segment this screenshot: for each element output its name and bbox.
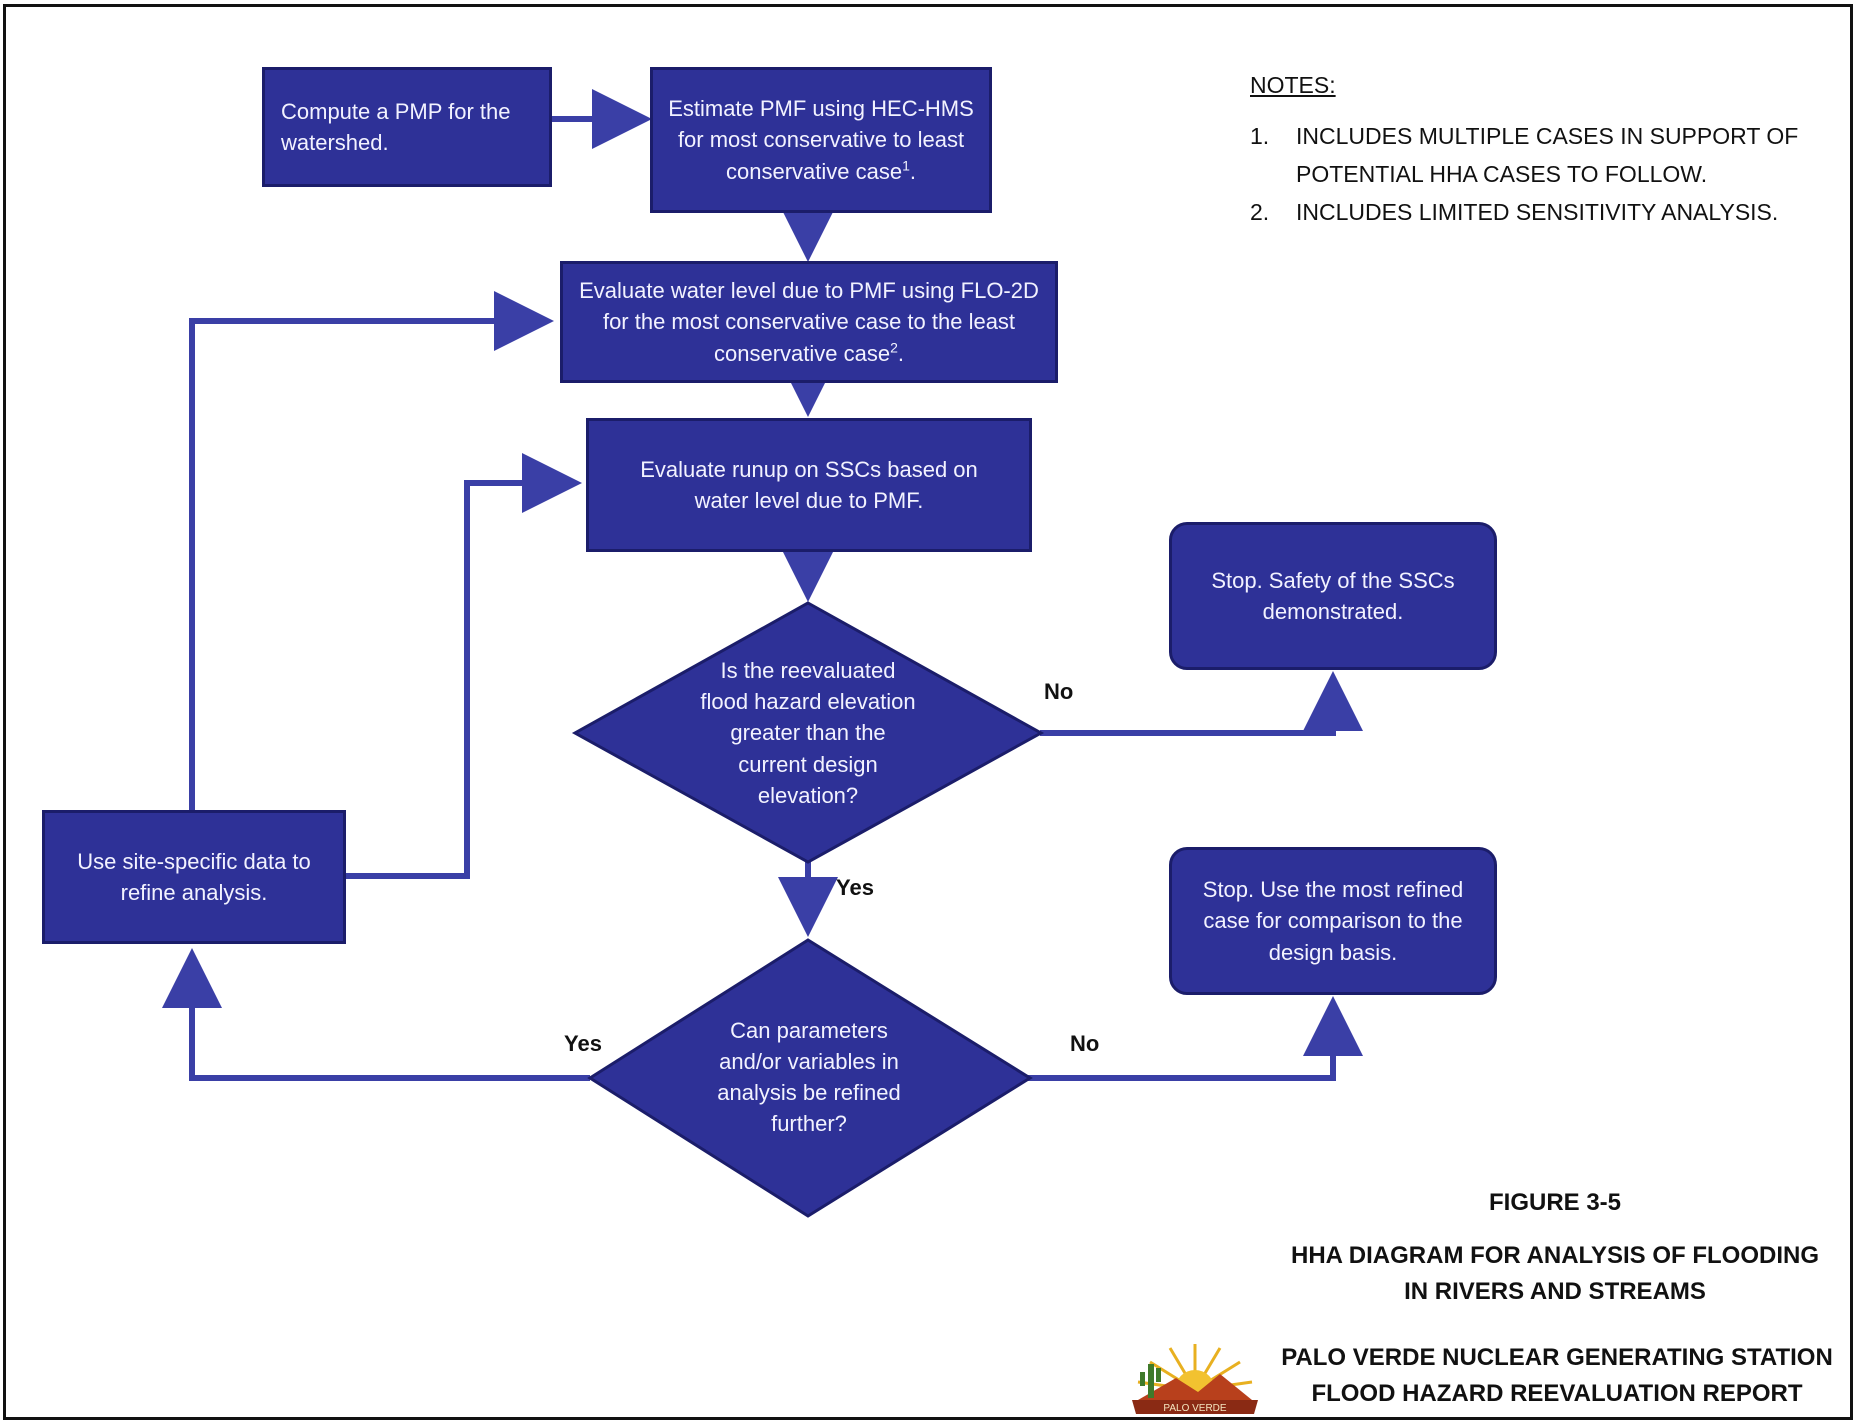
- station-title-line2: FLOOD HAZARD REEVALUATION REPORT: [1311, 1380, 1803, 1407]
- note-ref-1: 1: [902, 157, 910, 174]
- evaluate-water-period: .: [897, 340, 904, 366]
- estimate-pmf-label: Estimate PMF using HEC-HMS for most cons…: [668, 96, 974, 184]
- palo-verde-logo-icon: PALO VERDE: [1132, 1344, 1258, 1414]
- stop-refined-text: Stop. Use the most refined case for comp…: [1202, 877, 1464, 965]
- stop-safety-box: Stop. Safety of the SSCs demonstrated.: [1169, 522, 1497, 670]
- elevation-no-label: No: [1044, 679, 1074, 704]
- site-specific-text: Use site-specific data to refine analysi…: [77, 848, 311, 905]
- stop-refined-box: Stop. Use the most refined case for comp…: [1169, 847, 1497, 995]
- note-item: 2. INCLUDES LIMITED SENSITIVITY ANALYSIS…: [1250, 193, 1810, 231]
- decision-elevation-text: Is the reevaluated flood hazard elevatio…: [700, 657, 916, 808]
- notes-heading: NOTES:: [1250, 72, 1336, 98]
- elevation-yes-label: Yes: [836, 875, 874, 900]
- compute-pmp-box: Compute a PMP for the watershed.: [262, 67, 552, 187]
- note-ref-2: 2: [890, 339, 898, 356]
- decision-elevation-shape: [571, 601, 1045, 864]
- figure-title-line1: HHA DIAGRAM FOR ANALYSIS OF FLOODING: [1291, 1242, 1819, 1269]
- decision-refine-shape: [587, 938, 1033, 1218]
- evaluate-water-box: Evaluate water level due to PMF using FL…: [560, 261, 1058, 383]
- arrow-site-to-water: [189, 291, 554, 810]
- refine-yes-label: Yes: [564, 1031, 602, 1056]
- site-specific-box: Use site-specific data to refine analysi…: [42, 810, 346, 944]
- estimate-pmf-box: Estimate PMF using HEC-HMS for most cons…: [650, 67, 992, 213]
- note-number: 1.: [1250, 123, 1270, 149]
- figure-number: FIGURE 3-5: [1488, 1189, 1622, 1216]
- note-text: INCLUDES MULTIPLE CASES IN SUPPORT OF PO…: [1296, 123, 1799, 187]
- note-number: 2.: [1250, 199, 1270, 225]
- estimate-pmf-period: .: [909, 158, 916, 184]
- figure-title-line2: IN RIVERS AND STREAMS: [1404, 1278, 1706, 1305]
- stop-safety-text: Stop. Safety of the SSCs demonstrated.: [1211, 567, 1455, 624]
- arrow-no-to-stop-refined: [1028, 996, 1363, 1081]
- figure-title: HHA DIAGRAM FOR ANALYSIS OF FLOODING IN …: [1262, 1238, 1848, 1310]
- logo-text: PALO VERDE: [1163, 1403, 1226, 1414]
- station-title-line1: PALO VERDE NUCLEAR GENERATING STATION: [1281, 1344, 1833, 1371]
- arrow-site-to-runup: [345, 453, 582, 879]
- station-title: PALO VERDE NUCLEAR GENERATING STATION FL…: [1262, 1340, 1852, 1412]
- evaluate-water-label: Evaluate water level due to PMF using FL…: [579, 278, 1039, 366]
- estimate-pmf-text: Estimate PMF using HEC-HMS for most cons…: [667, 93, 975, 187]
- evaluate-water-text: Evaluate water level due to PMF using FL…: [577, 275, 1041, 369]
- page-border: [3, 4, 1853, 1420]
- note-item: 1. INCLUDES MULTIPLE CASES IN SUPPORT OF…: [1250, 117, 1810, 193]
- compute-pmp-text: Compute a PMP for the watershed.: [281, 98, 511, 155]
- refine-no-label: No: [1070, 1031, 1100, 1056]
- arrow-no-to-stop-safety: [1040, 671, 1363, 736]
- notes-block: NOTES: 1. INCLUDES MULTIPLE CASES IN SUP…: [1250, 72, 1810, 231]
- evaluate-runup-text: Evaluate runup on SSCs based on water le…: [640, 456, 978, 513]
- evaluate-runup-box: Evaluate runup on SSCs based on water le…: [586, 418, 1032, 552]
- decision-refine-text: Can parameters and/or variables in analy…: [717, 1017, 901, 1137]
- note-text: INCLUDES LIMITED SENSITIVITY ANALYSIS.: [1296, 199, 1779, 225]
- arrow-yes-to-site-specific: [162, 948, 590, 1081]
